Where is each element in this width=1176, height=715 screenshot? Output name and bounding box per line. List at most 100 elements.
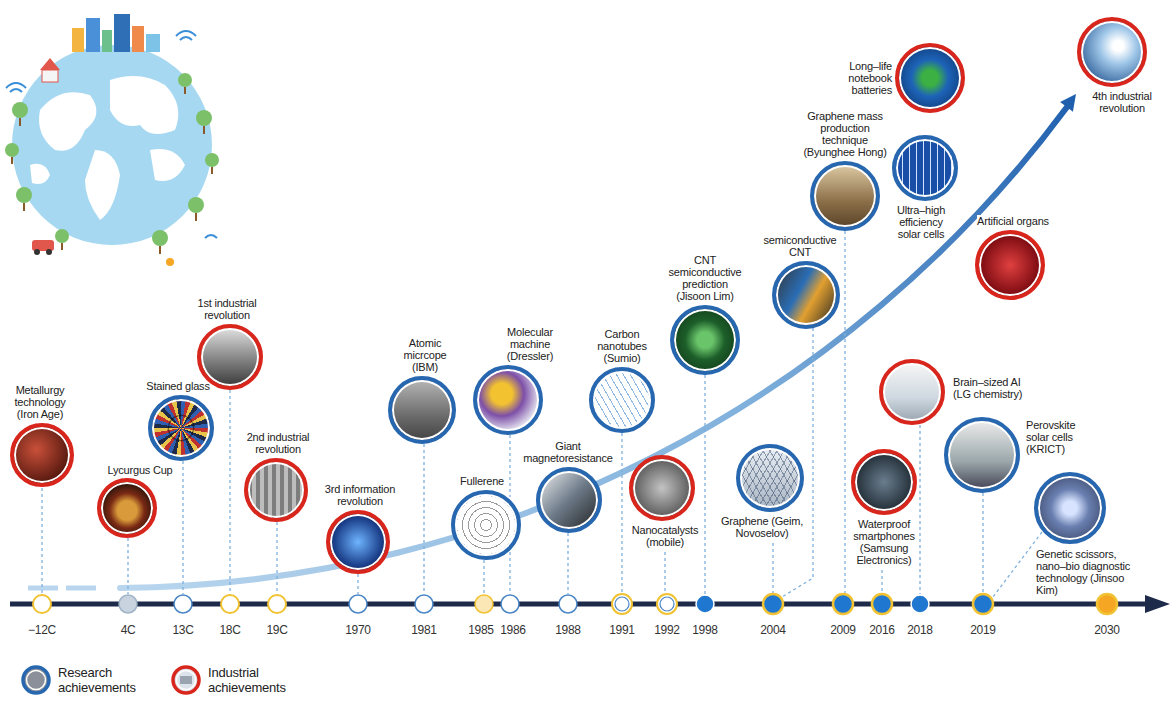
art-line (844, 231, 845, 594)
art-circle (119, 595, 137, 613)
milestone-text: 1st industrial revolution (198, 297, 257, 321)
milestone-label: Brain–sized AI (LG chemistry) (953, 376, 1037, 400)
art-circle (559, 595, 577, 613)
art-path (39, 92, 96, 151)
year-label: 1991 (609, 623, 635, 637)
art-line (23, 203, 25, 211)
art-rect (146, 34, 160, 52)
industrial-achievement-circle: Artificial organs (975, 230, 1045, 300)
year-label: 2018 (907, 623, 933, 637)
milestone-label: Nanocatalysts (mobile) (625, 524, 705, 548)
milestone-text: Waterproof smartphones (Samsung Electron… (853, 518, 914, 566)
time-axis (10, 595, 1170, 613)
art-circle (152, 230, 168, 246)
year-dots (33, 594, 1117, 614)
milestone-label: 1st industrial revolution (187, 297, 267, 321)
art-circle (177, 671, 196, 690)
milestone-text: Atomic micrcope (IBM) (403, 337, 446, 373)
milestone-text: 2nd industrial revolution (247, 431, 310, 455)
art-circle (415, 595, 433, 613)
industrial-achievement-circle: Waterproof smartphones (Samsung Electron… (851, 449, 917, 515)
industrial-achievement-circle: 3rd information revolution (326, 510, 390, 574)
milestone-text: semiconductive CNT (763, 234, 836, 258)
year-label: 4C (121, 623, 136, 637)
art-circle (178, 73, 192, 87)
art-line (483, 560, 484, 594)
milestone-label: Lycurgus Cup (102, 464, 178, 476)
art-circle (173, 667, 199, 693)
milestone-text: Brain–sized AI (LG chemistry) (953, 376, 1022, 400)
research-achievement-circle: Graphene mass production technique (Byun… (810, 161, 880, 231)
milestone-text: CNT semiconductive prediction (Jisoon Li… (668, 254, 741, 302)
art-path (110, 76, 178, 134)
research-achievement-circle: Perovskite solar cells (KRICT) (944, 417, 1020, 493)
art-circle (872, 594, 892, 614)
art-line (664, 552, 665, 594)
milestone-text: Fullerene (460, 475, 504, 487)
art-rect (114, 14, 130, 52)
research-achievement-circle: semiconductive CNT (772, 261, 840, 329)
art-circle (12, 45, 212, 245)
art-circle (16, 187, 32, 203)
year-label: 1992 (654, 623, 680, 637)
art-line (704, 375, 705, 594)
art-rect (32, 240, 54, 251)
milestone-text: Giant magnetoresistance (523, 440, 613, 464)
art-path (30, 164, 50, 184)
art-line (11, 157, 13, 164)
year-label: 1970 (345, 623, 371, 637)
year-label: 1998 (692, 623, 718, 637)
art-circle (763, 594, 783, 614)
milestone-text: Graphene mass production technique (Byun… (803, 110, 886, 158)
milestone-text: Genetic scissors, nano–bio diagnostic te… (1036, 548, 1130, 596)
year-label: 2030 (1094, 623, 1120, 637)
art-path (85, 150, 120, 220)
art-circle (833, 594, 853, 614)
industrial-achievement-circle: Brain–sized AI (LG chemistry) (879, 359, 945, 425)
art-circle (166, 258, 174, 266)
art-circle (349, 595, 367, 613)
milestone-label: Genetic scissors, nano–bio diagnostic te… (1036, 548, 1140, 596)
art-line (993, 532, 1042, 597)
art-line (19, 118, 21, 126)
milestone-label: Molecular machine (Dressler) (493, 326, 567, 362)
growth-curve (28, 94, 1076, 588)
art-polygon (1145, 595, 1170, 613)
milestone-text: Ultra–high efficiency solar cells (897, 204, 945, 240)
art-line (357, 574, 358, 594)
milestone-text: Perovskite solar cells (KRICT) (1026, 419, 1075, 455)
milestone-label: semiconductive CNT (759, 234, 841, 258)
milestone-label: 4th industrial revolution (1082, 90, 1162, 114)
art-line (61, 243, 63, 250)
research-achievement-circle: Fullerene (451, 490, 521, 560)
year-label: 2004 (760, 623, 786, 637)
art-path (150, 149, 185, 181)
art-rect (102, 30, 112, 52)
year-label: 19C (266, 623, 287, 637)
milestone-label: Carbon nanotubes (Sumio) (591, 328, 653, 364)
industrial-achievement-circle: 1st industrial revolution (197, 324, 263, 390)
art-line (41, 488, 42, 594)
milestone-label: CNT semiconductive prediction (Jisoon Li… (664, 254, 746, 302)
year-label: 13C (172, 623, 193, 637)
art-circle (475, 595, 493, 613)
art-circle (973, 594, 993, 614)
art-circle (221, 595, 239, 613)
art-line (203, 126, 205, 134)
milestone-text: 3rd information revolution (325, 483, 395, 507)
milestone-label: Stained glass (138, 380, 218, 392)
year-label: 1985 (468, 623, 494, 637)
milestone-label: Ultra–high efficiency solar cells (892, 204, 950, 240)
art-circle (615, 597, 629, 611)
milestone-label: Artificial organs (965, 215, 1061, 227)
milestone-label: Fullerene (454, 475, 510, 487)
art-line (211, 167, 213, 174)
art-circle (696, 595, 714, 613)
art-g (6, 31, 217, 238)
art-circle (196, 110, 212, 126)
art-circle (5, 143, 19, 157)
milestone-label: 3rd information revolution (318, 483, 402, 507)
art-circle (657, 594, 677, 614)
art-path (180, 37, 192, 40)
